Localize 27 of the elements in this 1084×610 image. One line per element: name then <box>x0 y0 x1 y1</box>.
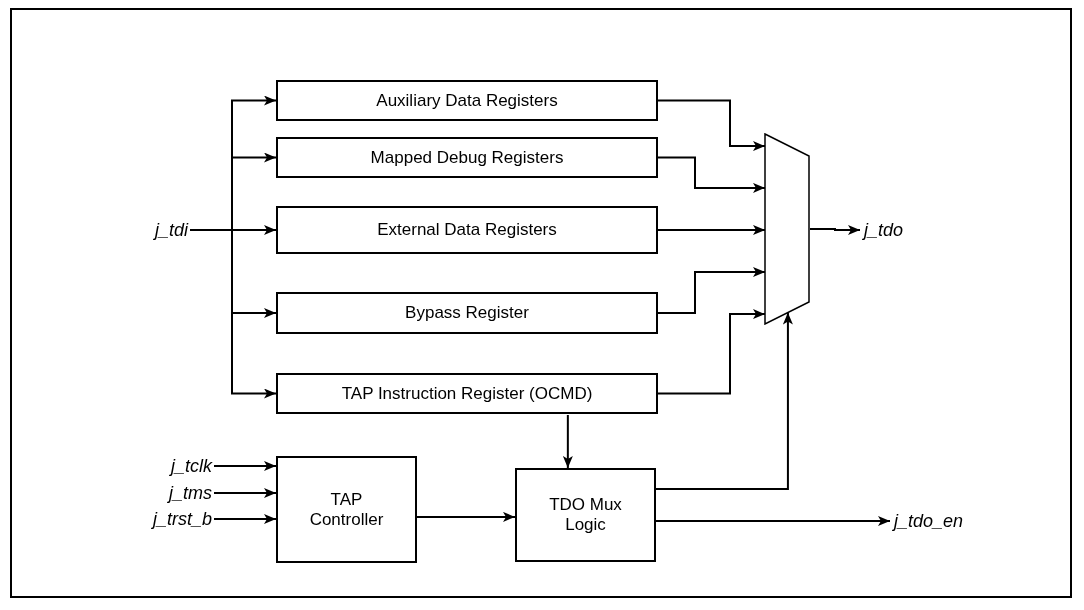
arrow <box>657 99 766 152</box>
register-box: Bypass Register <box>276 292 658 334</box>
arrow <box>657 267 766 314</box>
arrow <box>655 311 793 490</box>
arrow <box>213 460 277 471</box>
arrow <box>189 229 277 399</box>
signal-label: j_tms <box>100 481 212 505</box>
arrow <box>657 309 766 395</box>
signal-label: j_tdo_en <box>894 509 994 533</box>
signal-label: j_tdo <box>864 218 934 242</box>
arrow <box>416 511 516 522</box>
register-box: Mapped Debug Registers <box>276 137 658 178</box>
logic-block: TAP Controller <box>276 456 417 563</box>
register-box: External Data Registers <box>276 206 658 254</box>
arrow <box>655 516 891 526</box>
signal-label: j_tclk <box>100 454 212 478</box>
arrow <box>657 156 766 193</box>
arrow <box>213 488 277 498</box>
arrow <box>657 224 766 235</box>
signal-label: j_trst_b <box>100 507 212 531</box>
arrow <box>562 414 573 469</box>
register-box: TAP Instruction Register (OCMD) <box>276 373 658 414</box>
signal-label: j_tdi <box>100 218 188 242</box>
arrow <box>213 514 277 524</box>
register-box: Auxiliary Data Registers <box>276 80 658 121</box>
arrow <box>809 225 861 235</box>
logic-block: TDO Mux Logic <box>515 468 656 562</box>
